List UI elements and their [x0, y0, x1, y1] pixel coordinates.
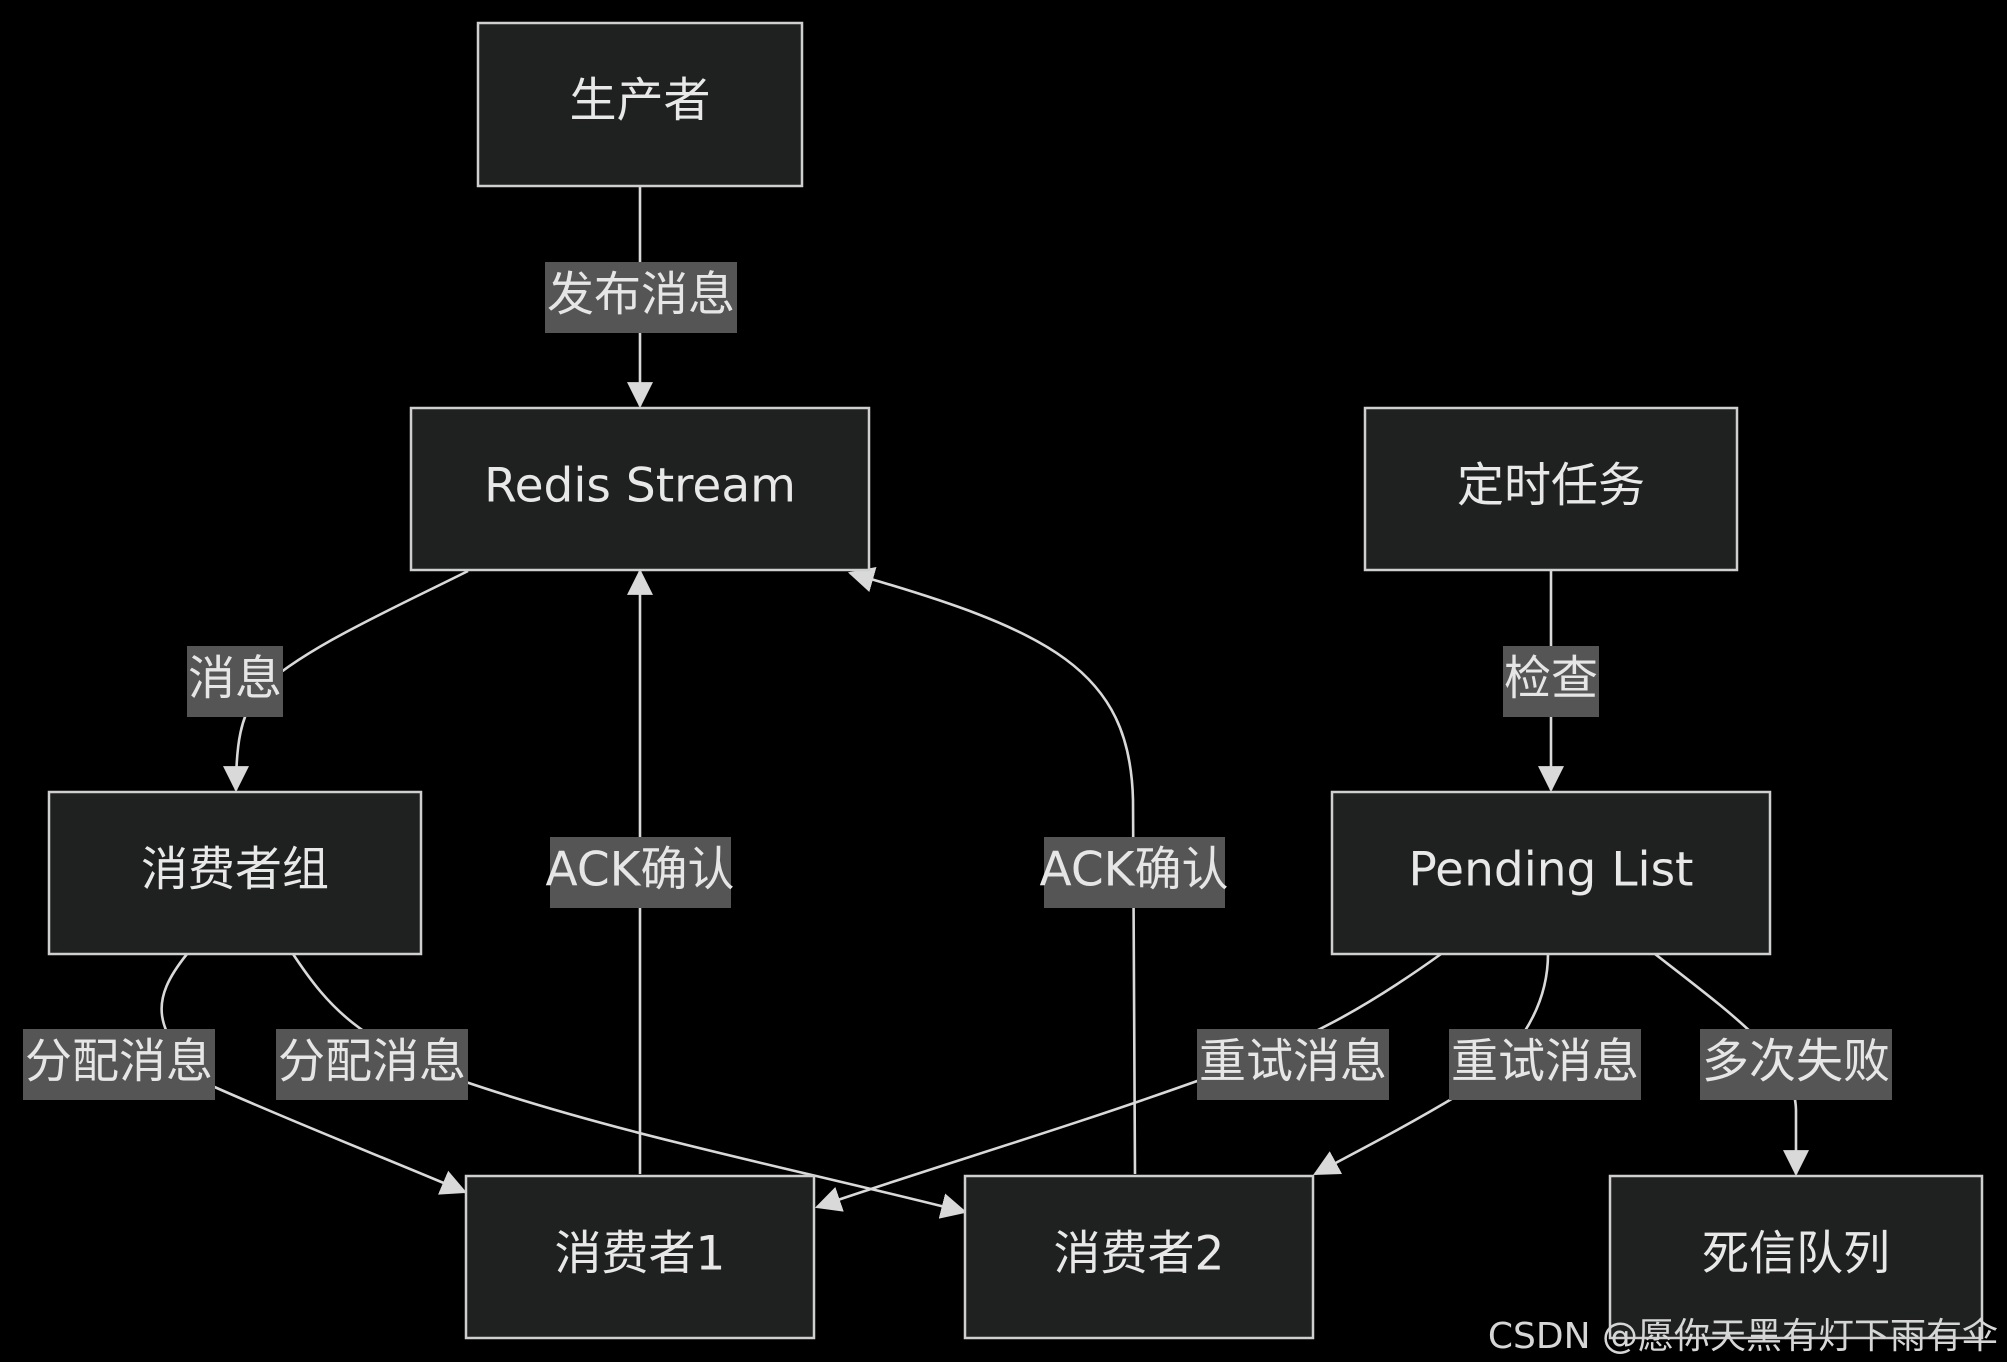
node-redis-stream: Redis Stream — [409, 406, 871, 572]
edge-label-retry2: 重试消息 — [1449, 1029, 1641, 1100]
node-scheduled-task: 定时任务 — [1363, 406, 1739, 572]
edge-label-assign1-text: 分配消息 — [25, 1035, 213, 1090]
edge-label-ack2-text: ACK确认 — [1040, 843, 1229, 898]
edge-label-ack1-text: ACK确认 — [546, 843, 735, 898]
node-consumer2-label: 消费者2 — [1054, 1227, 1225, 1282]
edge-label-assign2: 分配消息 — [276, 1029, 468, 1100]
edge-label-ack1: ACK确认 — [546, 837, 735, 908]
edge-label-multi-fail: 多次失败 — [1700, 1029, 1892, 1100]
edge-label-assign2-text: 分配消息 — [278, 1035, 466, 1090]
edge-label-ack2: ACK确认 — [1040, 837, 1229, 908]
node-consumer-group: 消费者组 — [47, 790, 423, 956]
edge-ack2 — [847, 567, 1137, 1175]
node-consumer-group-label: 消费者组 — [141, 843, 329, 898]
watermark: CSDN @愿你天黑有灯下雨有伞 — [1488, 1316, 1998, 1357]
edge-label-retry1: 重试消息 — [1197, 1029, 1389, 1100]
node-dead-letter: 死信队列 — [1608, 1174, 1984, 1340]
node-dead-letter-label: 死信队列 — [1702, 1227, 1890, 1282]
node-consumer1: 消费者1 — [464, 1174, 816, 1340]
edge-label-check-text: 检查 — [1504, 652, 1598, 707]
edge-label-assign1: 分配消息 — [23, 1029, 215, 1100]
edge-label-message: 消息 — [187, 646, 283, 717]
node-producer: 生产者 — [476, 21, 804, 188]
edge-label-multi-fail-text: 多次失败 — [1702, 1035, 1890, 1090]
edge-label-publish: 发布消息 — [545, 262, 737, 333]
edge-label-retry2-text: 重试消息 — [1451, 1035, 1639, 1090]
node-consumer1-label: 消费者1 — [555, 1227, 726, 1282]
edge-assign1 — [160, 953, 467, 1195]
edge-label-message-text: 消息 — [188, 652, 282, 707]
edge-retry1 — [814, 952, 1442, 1212]
node-producer-label: 生产者 — [570, 74, 711, 129]
edge-label-check: 检查 — [1503, 646, 1599, 717]
edge-assign2 — [291, 953, 968, 1219]
edge-label-publish-text: 发布消息 — [547, 268, 735, 323]
node-redis-stream-label: Redis Stream — [484, 459, 796, 514]
node-pending-list: Pending List — [1330, 790, 1772, 956]
node-pending-list-label: Pending List — [1409, 843, 1694, 898]
node-consumer2: 消费者2 — [963, 1174, 1315, 1340]
edge-label-retry1-text: 重试消息 — [1199, 1035, 1387, 1090]
node-scheduled-task-label: 定时任务 — [1457, 459, 1645, 514]
